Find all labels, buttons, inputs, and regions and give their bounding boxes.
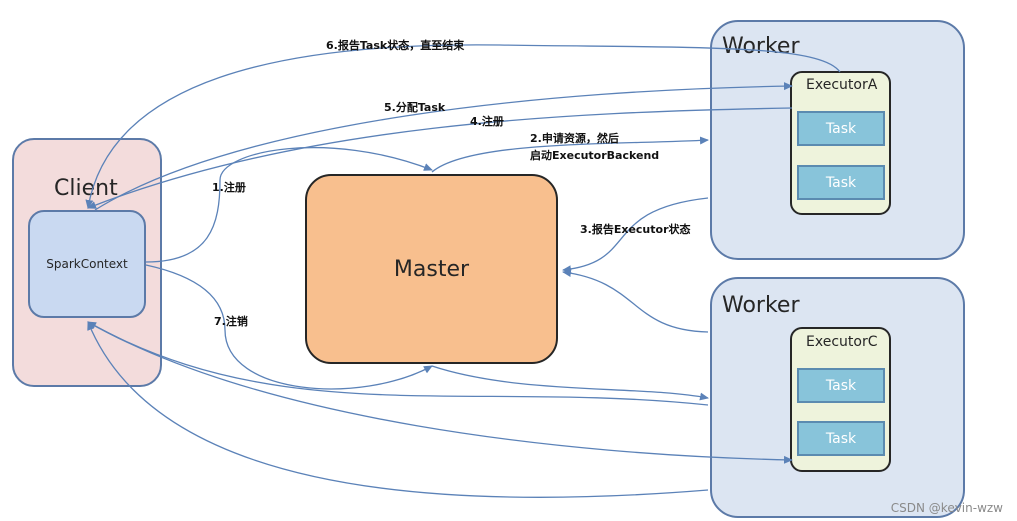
task-c-1-label: Task bbox=[825, 377, 857, 394]
edge-register-executor bbox=[87, 107, 793, 209]
label-report-task-status: 6.报告Task状态，直至结束 bbox=[326, 39, 465, 52]
edge-worker-c-report bbox=[562, 269, 709, 333]
label-apply-line2: 启动ExecutorBackend bbox=[530, 149, 660, 162]
label-assign-task: 5.分配Task bbox=[384, 101, 446, 114]
edge-unregister bbox=[145, 264, 433, 390]
worker-a-title: Worker bbox=[722, 34, 800, 59]
executor-c-title: ExecutorC bbox=[806, 334, 878, 350]
task-a-2: Task bbox=[797, 165, 885, 200]
task-a-1: Task bbox=[797, 111, 885, 146]
edge-apply-resources bbox=[431, 136, 709, 173]
edge-client-to-executor-c bbox=[87, 321, 793, 464]
client-title: Client bbox=[54, 176, 118, 201]
executor-a-title: ExecutorA bbox=[806, 77, 878, 93]
label-report-executor-status: 3.报告Executor状态 bbox=[580, 223, 691, 236]
executor-c-node: ExecutorC Task Task bbox=[790, 327, 891, 472]
edge-register bbox=[145, 147, 433, 263]
watermark: CSDN @kevin-wzw bbox=[890, 501, 1003, 515]
task-c-2-label: Task bbox=[825, 430, 857, 447]
edge-report-executor-status bbox=[562, 197, 709, 274]
task-a-1-label: Task bbox=[825, 120, 857, 137]
task-c-1: Task bbox=[797, 368, 885, 403]
worker-c-title: Worker bbox=[722, 293, 800, 318]
executor-a-node: ExecutorA Task Task bbox=[790, 71, 891, 215]
label-apply-line1: 2.申请资源，然后 bbox=[530, 132, 619, 145]
spark-context-title: SparkContext bbox=[46, 257, 128, 271]
spark-context-node: SparkContext bbox=[28, 210, 146, 318]
edge-worker-c-to-client bbox=[87, 321, 709, 406]
edge-report-task-status bbox=[85, 44, 841, 209]
label-unregister: 7.注销 bbox=[214, 315, 248, 328]
task-a-2-label: Task bbox=[825, 174, 857, 191]
master-title: Master bbox=[393, 256, 470, 282]
label-register-executor: 4.注册 bbox=[470, 115, 504, 128]
edge-assign-task bbox=[94, 82, 793, 211]
task-c-2: Task bbox=[797, 421, 885, 456]
edge-master-to-worker-c bbox=[431, 365, 709, 401]
edge-worker-c-bottom-to-client bbox=[87, 321, 709, 499]
label-register: 1.注册 bbox=[212, 181, 246, 194]
master-node: Master bbox=[305, 174, 558, 364]
